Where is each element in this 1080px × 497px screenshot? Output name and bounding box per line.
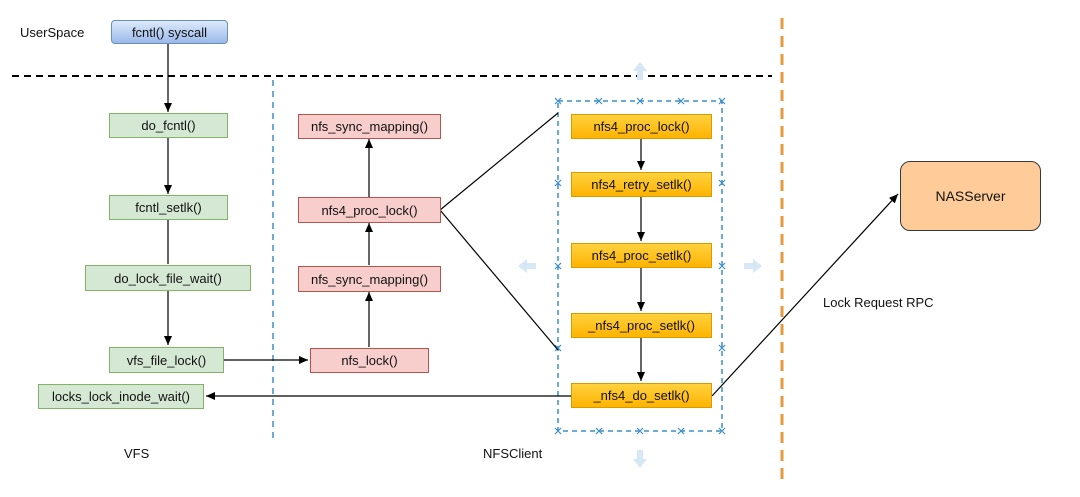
arrow-down-icon (633, 450, 647, 468)
move-arrows (518, 62, 762, 468)
nfsclient-label: NFSClient (483, 446, 543, 461)
rpc-label: Lock Request RPC (823, 295, 934, 310)
fcntl-syscall-node[interactable]: fcntl() syscall (111, 20, 228, 44)
do-lock-file-wait-node[interactable]: do_lock_file_wait() (85, 265, 251, 291)
vfs-file-lock-node[interactable]: vfs_file_lock() (109, 347, 224, 373)
nasserver-node[interactable]: NASServer (900, 161, 1041, 231)
nfs4-retry-setlk-node[interactable]: nfs4_retry_setlk() (571, 172, 712, 197)
vfs-label: VFS (124, 446, 150, 461)
edge-dosetlk-nasserver (711, 193, 899, 397)
edge-proclock-nfs4-top (439, 112, 559, 211)
nfs4-proc-setlk-node[interactable]: nfs4_proc_setlk() (571, 243, 712, 268)
nfs-sync-mapping-bottom-node[interactable]: nfs_sync_mapping() (298, 266, 441, 292)
do-fcntl-node[interactable]: do_fcntl() (109, 113, 228, 138)
nfs-sync-mapping-top-node[interactable]: nfs_sync_mapping() (298, 114, 441, 139)
arrow-right-icon (744, 259, 762, 273)
arrow-up-icon (633, 62, 647, 80)
arrow-left-icon (518, 259, 536, 273)
userspace-label: UserSpace (20, 25, 85, 40)
nfs-lock-node[interactable]: nfs_lock() (310, 348, 429, 373)
locks-lock-inode-wait-node[interactable]: locks_lock_inode_wait() (38, 384, 204, 409)
nfs4-proc-lock-node[interactable]: nfs4_proc_lock() (571, 114, 712, 139)
edge-proclock-nfs4-bottom (439, 209, 559, 351)
nfs4-proc-setlk-internal-node[interactable]: _nfs4_proc_setlk() (571, 313, 712, 338)
nfs4-do-setlk-node[interactable]: _nfs4_do_setlk() (571, 383, 712, 408)
nfs-proc-lock-node[interactable]: nfs4_proc_lock() (298, 197, 441, 223)
selection-handles (554, 97, 726, 435)
fcntl-setlk-node[interactable]: fcntl_setlk() (109, 195, 228, 220)
